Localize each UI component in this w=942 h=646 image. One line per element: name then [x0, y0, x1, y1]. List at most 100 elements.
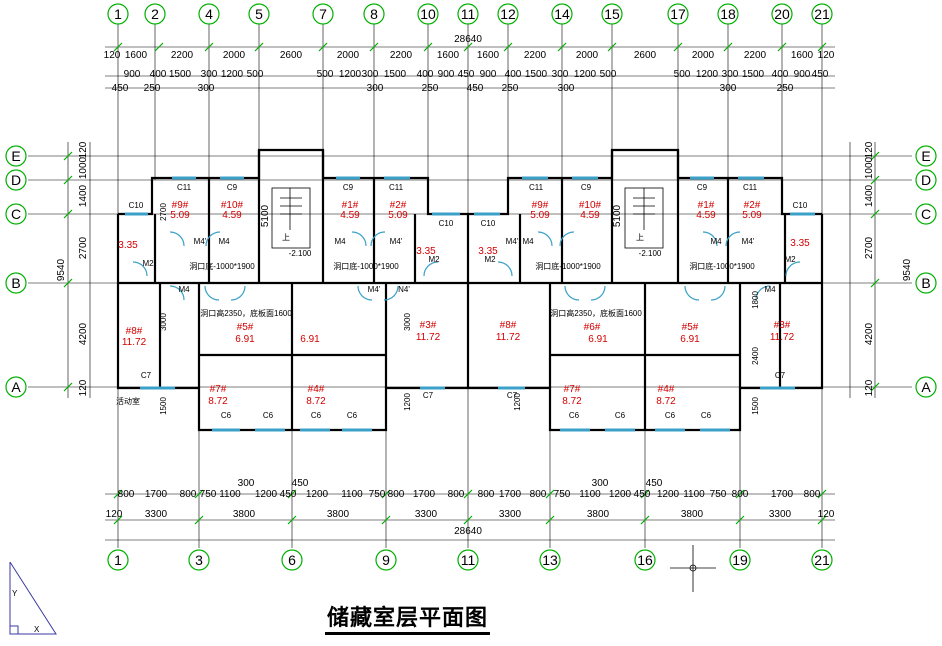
axis-bubble-bottom: 1: [107, 549, 129, 571]
axis-bubble-top: 12: [497, 3, 519, 25]
vertical-dim: 1800: [751, 291, 760, 309]
ucs-icon: [9, 561, 57, 635]
top-dim-2: 1500: [384, 69, 407, 80]
room-number: #8#: [126, 326, 143, 337]
walls: [116, 148, 824, 432]
bottom-dim-1: 1200: [306, 489, 329, 500]
bottom-dim-2: 120: [106, 509, 123, 520]
windows: [125, 176, 815, 432]
top-dim-2: 1200: [339, 69, 362, 80]
axis-bubble-top: 8: [363, 3, 385, 25]
room-number: #9#: [172, 200, 189, 211]
axis-label: 12: [500, 6, 516, 22]
room-number: #5#: [237, 322, 254, 333]
window-tag: C6: [347, 411, 358, 420]
axis-bubble-top: 21: [811, 3, 833, 25]
axis-bubble-left: B: [5, 272, 27, 294]
bottom-dim-1: 1200: [657, 489, 680, 500]
vertical-dim: 1500: [159, 397, 168, 415]
bottom-dim-small: 450: [292, 478, 309, 489]
stairs: [271, 187, 664, 249]
axis-label: D: [11, 172, 21, 188]
axis-bubble-top: 14: [551, 3, 573, 25]
depth-total-left: 9540: [56, 258, 67, 281]
window-tag: C10: [481, 219, 496, 228]
room-number: #8#: [500, 320, 517, 331]
axis-bubble-top: 10: [417, 3, 439, 25]
room-area: 4.59: [696, 210, 716, 221]
bottom-dim-1: 750: [369, 489, 386, 500]
ucs-x-label: X: [34, 625, 40, 634]
window-tag: C7: [775, 371, 786, 380]
axis-bubble-right: C: [915, 203, 937, 225]
depth-total-right: 9540: [902, 258, 913, 281]
room-area: 4.59: [580, 210, 600, 221]
side-dim-right: 120: [864, 379, 875, 396]
axis-label: 18: [720, 6, 736, 22]
axis-label: 8: [370, 6, 378, 22]
room-area: 8.72: [656, 396, 676, 407]
axis-label: 21: [814, 6, 830, 22]
axis-bubble-top: 15: [601, 3, 623, 25]
vertical-dim: 1500: [751, 397, 760, 415]
room-area: 6.91: [300, 334, 320, 345]
opening-note: 洞口底-1000*1900: [535, 261, 601, 271]
room-area: 11.72: [416, 332, 441, 343]
room-area: 4.59: [340, 210, 360, 221]
axis-bubble-top: 2: [144, 3, 166, 25]
axis-label: 2: [151, 6, 159, 22]
opening-note: 洞口底-1000*1900: [189, 261, 255, 271]
window-tag: C7: [141, 371, 152, 380]
room-number: #1#: [342, 200, 359, 211]
door-tag: M4: [764, 285, 776, 294]
axis-bubble-right: E: [915, 145, 937, 167]
room-number: #2#: [390, 200, 407, 211]
room-area: 4.59: [222, 210, 242, 221]
bottom-dim-small: 300: [238, 478, 255, 489]
axis-label: D: [921, 172, 931, 188]
top-dim-1: 2000: [576, 50, 599, 61]
axis-bubble-top: 4: [198, 3, 220, 25]
top-dim-2: 1200: [696, 69, 719, 80]
window-tag: C10: [129, 201, 144, 210]
bottom-dim-2: 3300: [499, 509, 522, 520]
room-number: #5#: [682, 322, 699, 333]
bottom-dim-2: 3300: [145, 509, 168, 520]
bottom-dim-small: 450: [646, 478, 663, 489]
top-dim-2: 300: [201, 69, 218, 80]
axis-bubble-bottom: 9: [375, 549, 397, 571]
axis-label: B: [921, 275, 930, 291]
side-dim-left: 120: [78, 379, 89, 396]
bottom-dim-1: 1100: [341, 489, 363, 500]
bottom-dim-1: 1700: [145, 489, 168, 500]
room-number: #4#: [308, 384, 325, 395]
top-dim-3: 300: [720, 83, 737, 94]
bottom-dim-1: 750: [710, 489, 727, 500]
side-dim-right: 2700: [864, 236, 875, 259]
top-dim-2: 400: [417, 69, 434, 80]
side-dim-left: 120: [78, 141, 89, 158]
bottom-dim-1: 1200: [609, 489, 632, 500]
dimension-ticks: [63, 42, 880, 525]
axis-bubble-bottom: 16: [634, 549, 656, 571]
top-dim-2: 300: [722, 69, 739, 80]
room-texts: #9##10##1##2##9##10##1##2##8##5##3##8##6…: [116, 183, 810, 420]
top-dim-1: 2600: [634, 50, 657, 61]
stair-level: -2.100: [289, 249, 312, 258]
stair-level: -2.100: [639, 249, 662, 258]
room-area: 11.72: [496, 332, 521, 343]
vertical-dim: 3000: [403, 313, 412, 331]
doors: [132, 231, 801, 301]
door-tag: M4': [194, 237, 207, 246]
bottom-dim-1: 800: [180, 489, 197, 500]
axis-bubble-top: 1: [107, 3, 129, 25]
door-tag: M2: [484, 255, 496, 264]
opening-note: 洞口高2350，底板面1600: [200, 308, 292, 318]
top-dim-2: 900: [480, 69, 497, 80]
axis-label: 7: [319, 6, 327, 22]
opening-note: 洞口底-1000*1900: [333, 261, 399, 271]
top-dim-1: 2000: [692, 50, 715, 61]
top-dim-1: 1600: [791, 50, 814, 61]
top-dim-1: 2200: [744, 50, 767, 61]
axis-label: A: [921, 379, 931, 395]
